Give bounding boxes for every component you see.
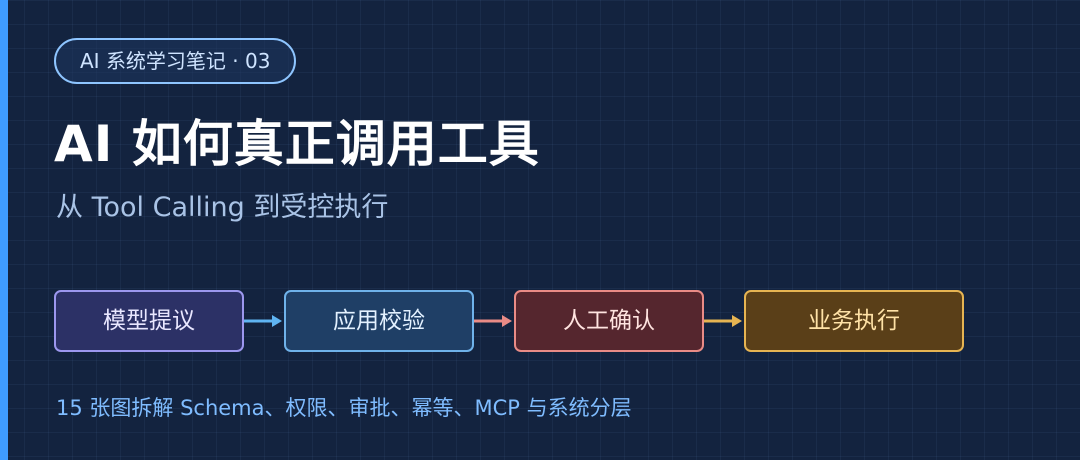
left-accent-bar bbox=[0, 0, 8, 460]
footer-note: 15 张图拆解 Schema、权限、审批、幂等、MCP 与系统分层 bbox=[56, 396, 632, 420]
flow-step-app-validation: 应用校验 bbox=[284, 290, 474, 352]
flow-step-human-confirmation: 人工确认 bbox=[514, 290, 704, 352]
flow-arrow-1-icon bbox=[244, 315, 282, 327]
flow-step-business-execution: 业务执行 bbox=[744, 290, 964, 352]
page-subtitle: 从 Tool Calling 到受控执行 bbox=[56, 192, 389, 223]
page-title: AI 如何真正调用工具 bbox=[54, 115, 540, 173]
flow-arrow-3-icon bbox=[704, 315, 742, 327]
series-tag: AI 系统学习笔记 · 03 bbox=[54, 38, 297, 84]
flow-step-model-proposal: 模型提议 bbox=[54, 290, 244, 352]
flow-arrow-2-icon bbox=[474, 315, 512, 327]
